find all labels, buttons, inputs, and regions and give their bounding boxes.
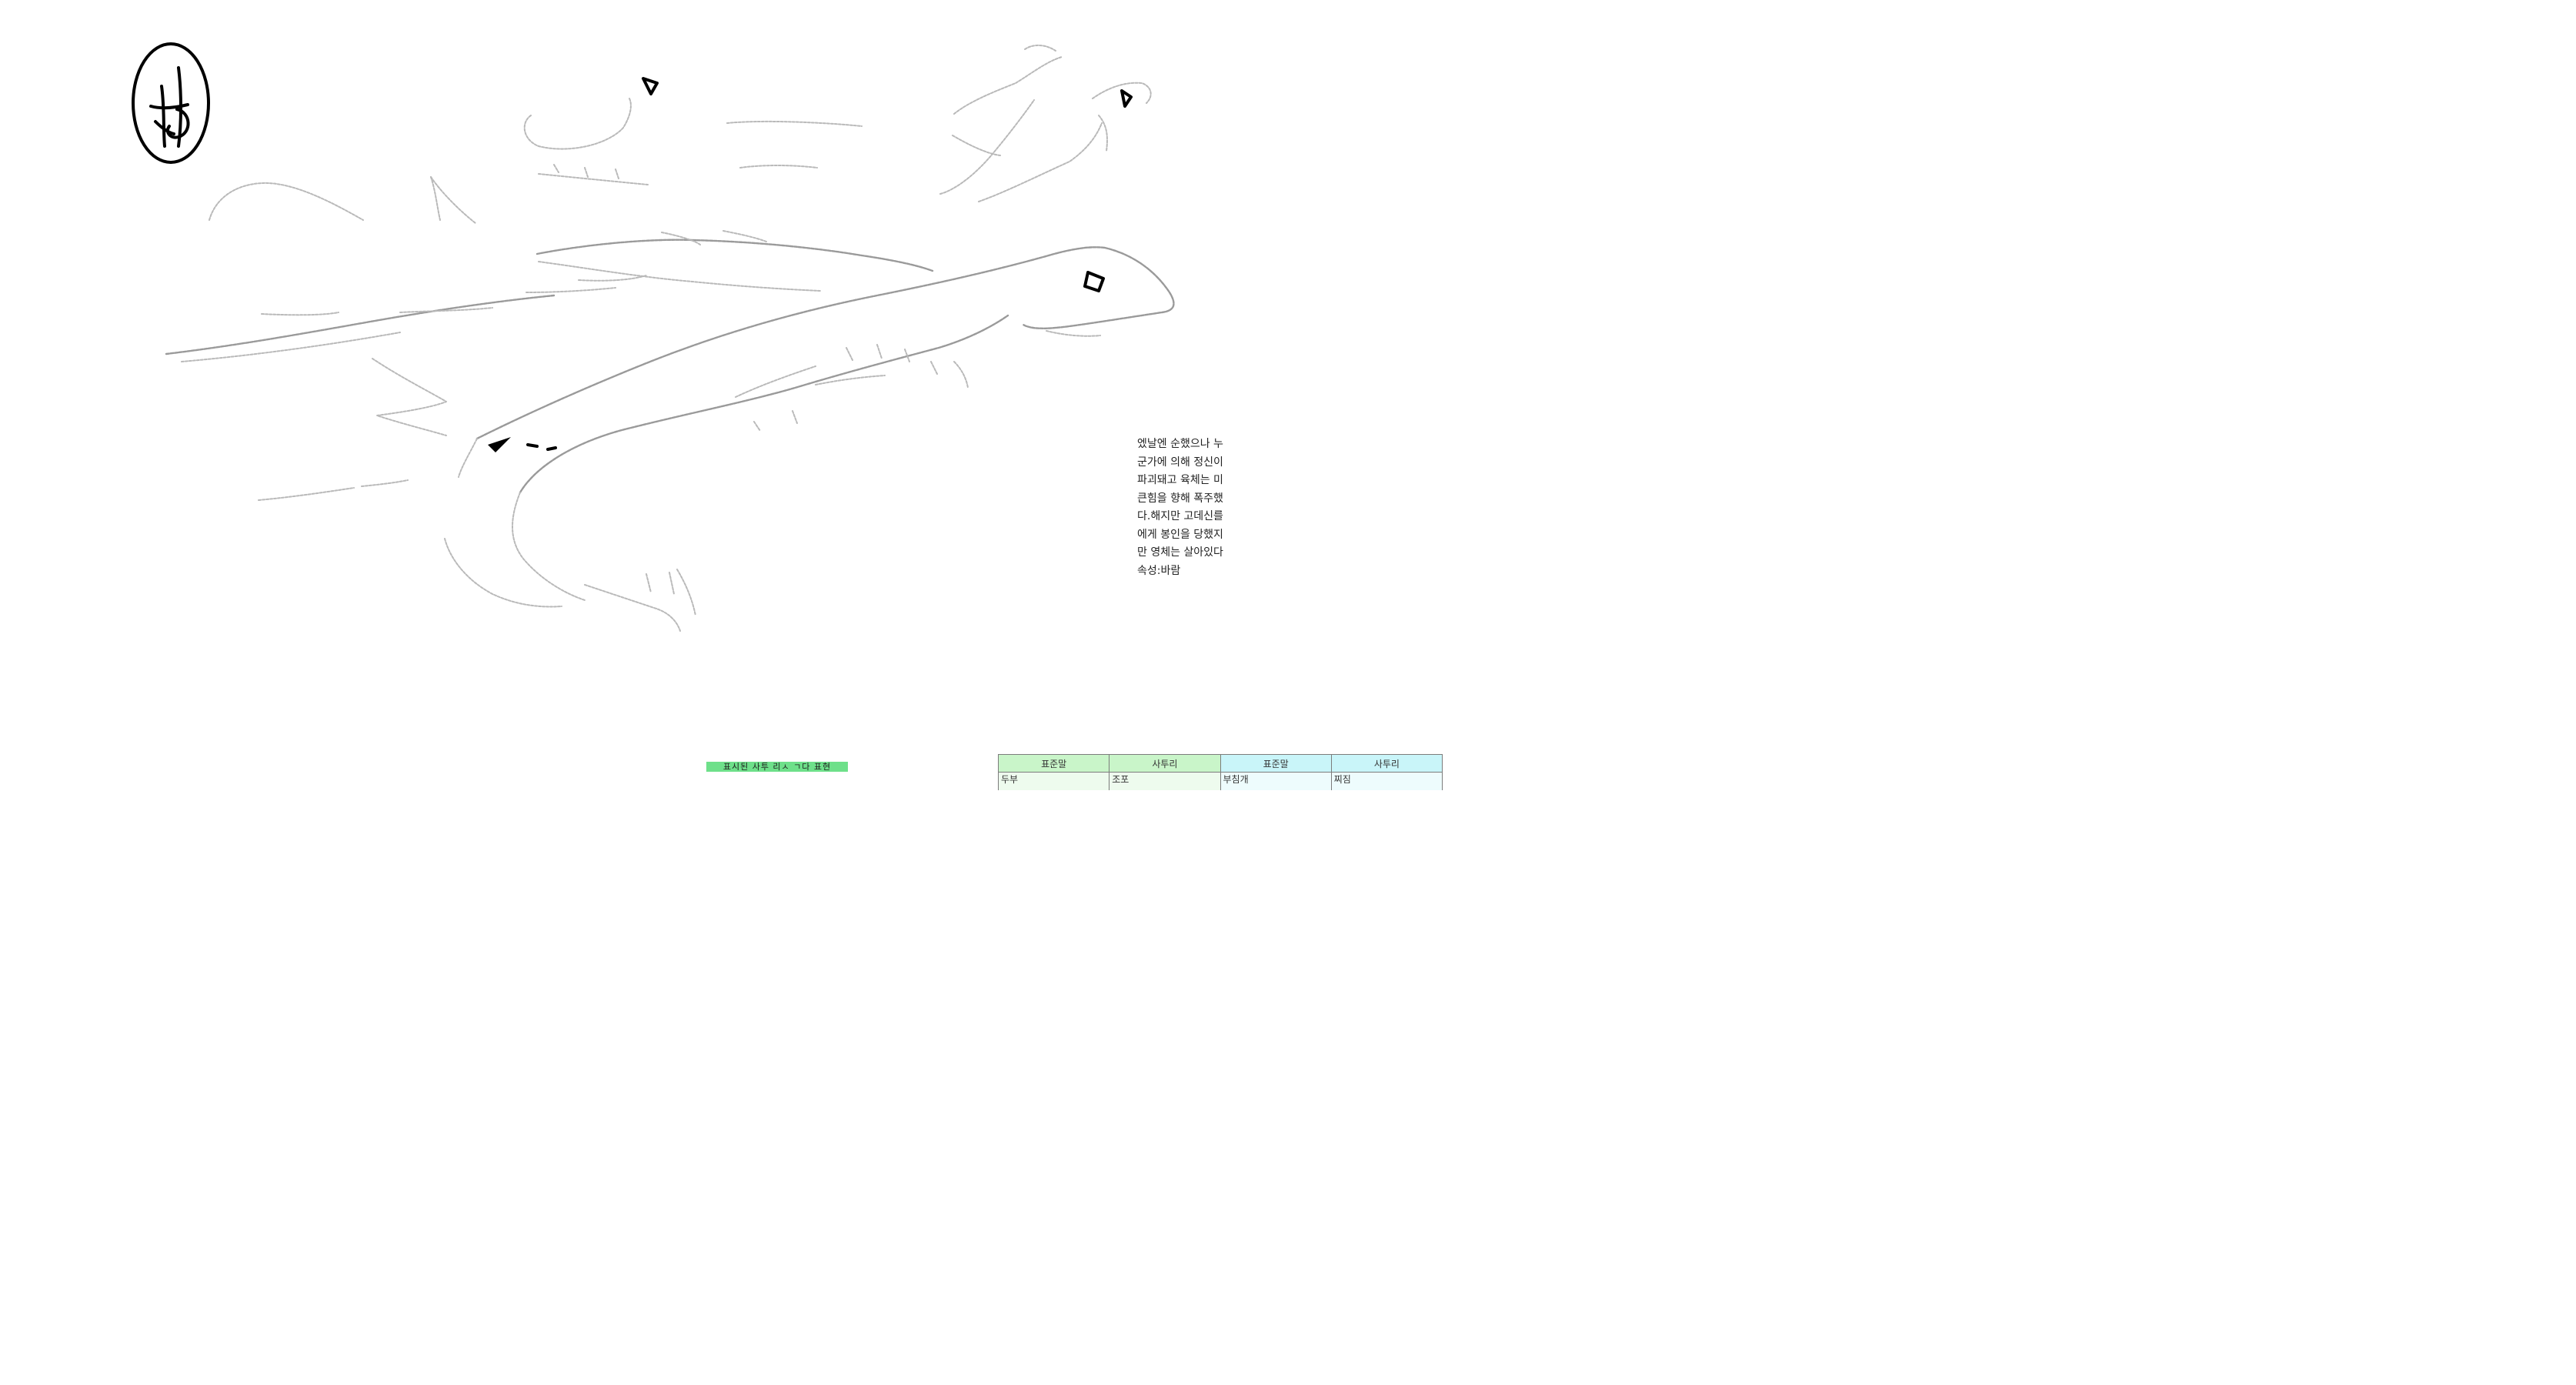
description-line: 만 영체는 살아있다	[1137, 546, 1223, 559]
table-header-row: 표준말 사투리 표준말 사투리	[997, 754, 1443, 773]
description-attribute: 속성:바람	[1137, 564, 1181, 577]
creature-sketch	[132, 42, 1175, 632]
description-line: 파괴돼고 육체는 미	[1137, 474, 1223, 486]
description-line: 다.해지만 고데신를	[1137, 510, 1223, 522]
description-line: 군가에 의해 정신이	[1137, 456, 1223, 469]
signature-seal-icon	[132, 42, 210, 164]
upper-head-sketch	[523, 77, 659, 185]
table-cell: 부침개	[1220, 772, 1332, 790]
belly-sparkle-strokes	[735, 344, 969, 432]
serpent-lower-limb	[444, 492, 696, 632]
header-standard-2: 표준말	[1220, 754, 1332, 773]
header-dialect-1: 사투리	[1109, 754, 1221, 773]
serpent-body	[458, 246, 1175, 494]
table-cell: 조포	[1109, 772, 1221, 790]
main-wing-left	[165, 287, 616, 501]
upper-right-creature	[939, 45, 1152, 202]
table-cell: 찌짐	[1330, 772, 1443, 790]
description-line: 에게 봉인을 당했지	[1137, 528, 1223, 541]
wing-upper-left	[209, 120, 863, 224]
table-row: 두부 조포 부침개 찌짐	[997, 772, 1443, 790]
highlighted-caption: 표시된 사투 리ㅅ ㄱ다 표현	[706, 762, 848, 772]
creature-description: 엤날엔 순했으나 누 군가에 의해 정신이 파괴돼고 육체는 미 큰힘을 향해 …	[1137, 436, 1237, 580]
header-dialect-2: 사투리	[1330, 754, 1443, 773]
table-cell: 두부	[997, 772, 1110, 790]
description-line: 큰힘을 향해 폭주했	[1137, 492, 1223, 505]
central-wing-feathers	[536, 230, 934, 292]
description-line: 엤날엔 순했으나 누	[1137, 438, 1223, 450]
header-standard-1: 표준말	[997, 754, 1110, 773]
dialect-vocab-table: 표준말 사투리 표준말 사투리 두부 조포 부침개 찌짐	[997, 754, 1443, 790]
